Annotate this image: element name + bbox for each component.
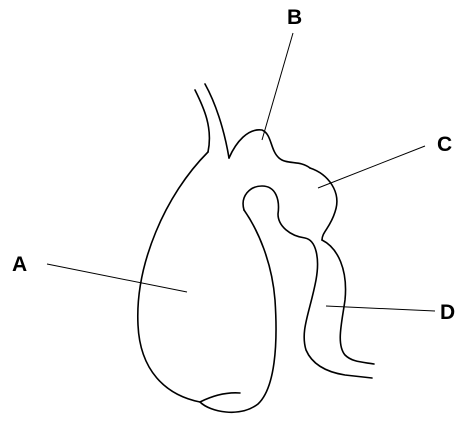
part-d-inner-loop xyxy=(243,186,372,378)
leader-line-d xyxy=(326,306,435,311)
part-d-outer-tube xyxy=(322,240,374,364)
leader-line-b xyxy=(262,33,293,140)
part-a-outline xyxy=(138,152,276,412)
part-b-outline xyxy=(229,130,310,168)
leader-line-a xyxy=(47,264,187,292)
part-c-outline xyxy=(310,168,337,240)
label-c: C xyxy=(437,133,452,156)
label-a: A xyxy=(12,253,27,276)
leader-line-c xyxy=(318,146,425,188)
label-b: B xyxy=(287,6,302,29)
top-tube-left xyxy=(195,90,209,152)
part-a-lower-contour xyxy=(200,393,240,402)
label-d: D xyxy=(440,301,455,324)
